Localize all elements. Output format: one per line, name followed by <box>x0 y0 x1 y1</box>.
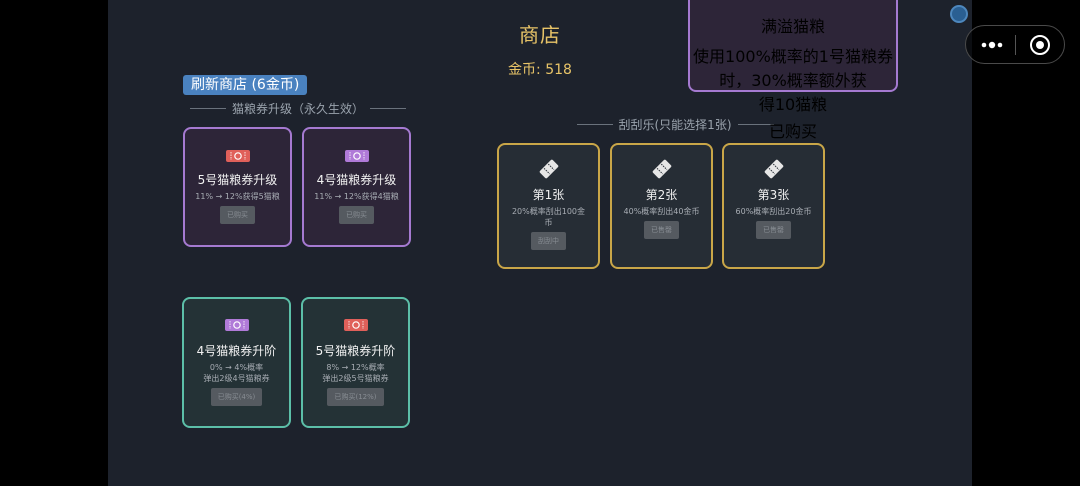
floating-bubble-icon[interactable] <box>950 5 968 23</box>
card-description: 币 <box>544 218 553 227</box>
upgrade-card-4[interactable]: 4号猫粮券升级 11% → 12%获得4猫粮 已购买 <box>302 127 411 247</box>
ticket-icon <box>225 150 250 162</box>
scratch-ticket-icon <box>539 159 558 179</box>
card-name: 第1张 <box>532 188 565 202</box>
advance-card-4[interactable]: 4号猫粮券升阶 0% → 4%概率 弹出2级4号猫粮券 已购买(4%) <box>182 297 291 428</box>
coin-balance: 金币: 518 <box>508 62 572 78</box>
card-description: 使用100%概率的1号猫粮券时，30%概率额外获 <box>693 47 893 90</box>
sold-out-button[interactable]: 已售罄 <box>756 221 791 239</box>
card-description: 得10猫粮 <box>758 95 828 114</box>
sold-out-button[interactable]: 已售罄 <box>644 221 679 239</box>
advance-card-5[interactable]: 5号猫粮券升阶 8% → 12%概率 弹出2级5号猫粮券 已购买(12%) <box>301 297 410 428</box>
card-name: 4号猫粮券升阶 <box>196 344 277 358</box>
overflow-food-card[interactable]: 满溢猫粮 使用100%概率的1号猫粮券时，30%概率额外获 得10猫粮 已购买 <box>688 0 898 141</box>
card-description: 40%概率刮出40金币 <box>623 207 700 216</box>
card-description: 弹出2级5号猫粮券 <box>322 374 389 383</box>
divider <box>737 124 774 125</box>
purchased-button[interactable]: 已购买 <box>768 122 817 141</box>
divider <box>576 124 613 125</box>
refresh-shop-button[interactable]: 刷新商店 (6金币) <box>183 75 308 95</box>
upgrade-section-header: 猫粮券升级（永久生效） <box>183 100 413 117</box>
card-description: 20%概率刮出100金 <box>511 207 586 216</box>
card-name: 4号猫粮券升级 <box>316 173 397 187</box>
purchased-button[interactable]: 已购买(4%) <box>210 388 263 406</box>
card-name: 第3张 <box>757 188 790 202</box>
more-icon[interactable] <box>981 39 1005 51</box>
divider <box>189 108 226 109</box>
purchased-button[interactable]: 已购买 <box>339 206 374 224</box>
scratch-section-header: 刮刮乐(只能选择1张) <box>545 116 805 133</box>
card-name: 满溢猫粮 <box>760 17 825 36</box>
miniprogram-capsule <box>965 25 1065 64</box>
card-name: 5号猫粮券升阶 <box>315 344 396 358</box>
ticket-icon <box>344 150 369 162</box>
ticket-icon <box>343 319 368 331</box>
upgrade-card-5[interactable]: 5号猫粮券升级 11% → 12%获得5猫粮 已购买 <box>183 127 292 247</box>
card-description: 11% → 12%获得4猫粮 <box>314 192 399 201</box>
card-name: 5号猫粮券升级 <box>197 173 278 187</box>
capsule-divider <box>1015 35 1016 55</box>
scratch-card-2[interactable]: 第2张 40%概率刮出40金币 已售罄 <box>610 143 713 269</box>
card-description: 8% → 12%概率 <box>326 363 385 372</box>
upgrade-section-label: 猫粮券升级（永久生效） <box>231 102 364 116</box>
purchased-button[interactable]: 已购买(12%) <box>327 388 384 406</box>
card-description: 弹出2级4号猫粮券 <box>203 374 270 383</box>
scratching-button[interactable]: 刮刮中 <box>531 232 566 250</box>
scratch-card-1[interactable]: 第1张 20%概率刮出100金 币 刮刮中 <box>497 143 600 269</box>
card-name: 第2张 <box>645 188 678 202</box>
scratch-card-3[interactable]: 第3张 60%概率刮出20金币 已售罄 <box>722 143 825 269</box>
page-title: 商店 <box>519 23 561 47</box>
card-description: 0% → 4%概率 <box>209 363 264 372</box>
purchased-button[interactable]: 已购买 <box>220 206 255 224</box>
card-description: 60%概率刮出20金币 <box>735 207 812 216</box>
card-description: 11% → 12%获得5猫粮 <box>195 192 280 201</box>
scratch-ticket-icon <box>652 159 671 179</box>
ticket-icon <box>224 319 249 331</box>
scratch-section-label: 刮刮乐(只能选择1张) <box>618 118 732 132</box>
divider <box>370 108 406 109</box>
close-miniprogram-icon[interactable] <box>1029 34 1051 56</box>
scratch-ticket-icon <box>764 159 783 179</box>
